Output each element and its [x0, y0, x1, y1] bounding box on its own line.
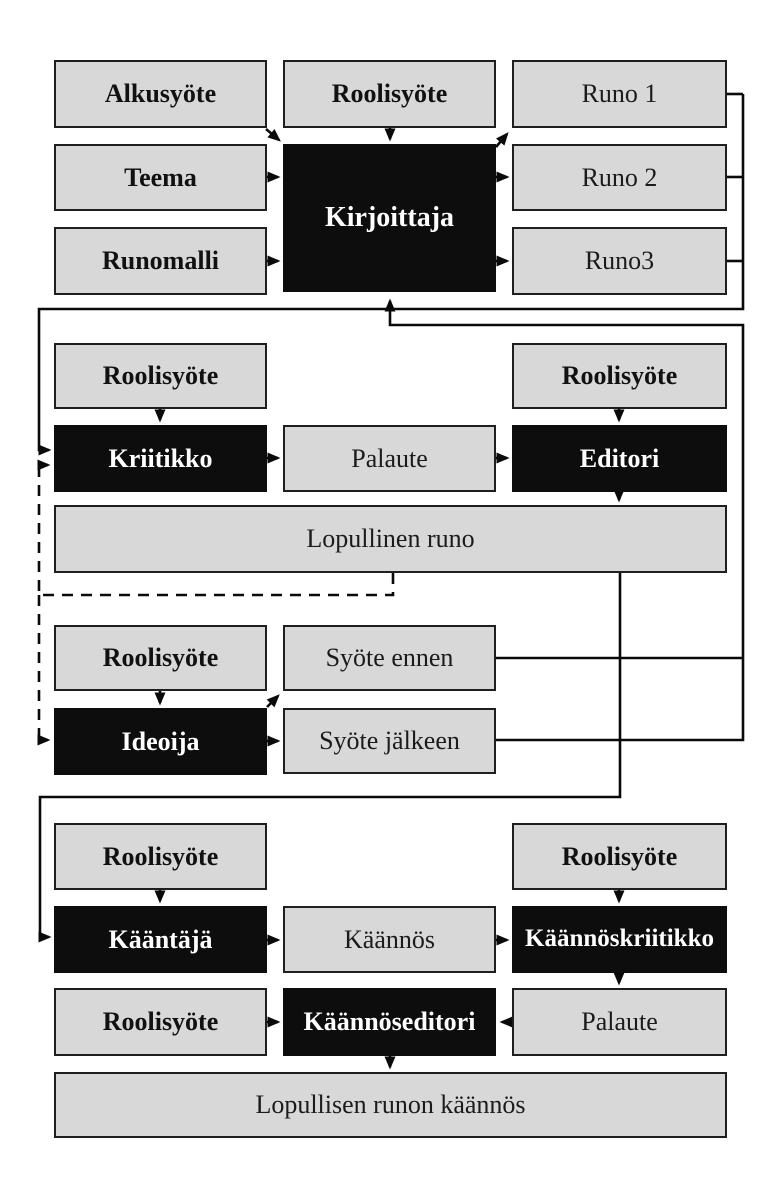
edge-syotteet-to-kirjoittaja [384, 298, 745, 742]
node-roolisyote-kaantaja: Roolisyöte [54, 823, 267, 890]
edge-kirjoittaja-to-runo1 [495, 132, 509, 148]
node-runo-2: Runo 2 [512, 144, 727, 211]
edge-alkusyote-to-kirjoittaja [265, 128, 281, 142]
node-teema: Teema [54, 144, 267, 211]
node-alkusyote: Alkusyöte [54, 60, 267, 128]
node-roolisyote-kaannoskriitikko: Roolisyöte [512, 823, 727, 890]
node-lopullinen-runon-kaannos: Lopullisen runon käännös [54, 1072, 727, 1138]
edge-iterointi-to-ideoija [37, 595, 51, 746]
edge-lopullinen-runo-to-kaantaja [38, 573, 622, 943]
node-runo-3: Runo3 [512, 227, 727, 295]
node-kriitikko: Kriitikko [54, 425, 267, 492]
node-roolisyote-editori: Roolisyöte [512, 343, 727, 409]
node-roolisyote-kriitikko: Roolisyöte [54, 343, 267, 409]
node-palaute-2: Palaute [512, 988, 727, 1056]
edge-runot-to-kriitikko [37, 94, 745, 456]
node-runo-1: Runo 1 [512, 60, 727, 128]
node-runomalli: Runomalli [54, 227, 267, 295]
node-kaannoskriitikko: Käännöskriitikko [512, 906, 727, 973]
node-ideoija: Ideoija [54, 708, 267, 775]
node-kaannos: Käännös [283, 906, 496, 973]
node-roolisyote-kaannoseditori: Roolisyöte [54, 988, 267, 1056]
node-syote-jalkeen: Syöte jälkeen [283, 708, 496, 774]
node-kaannoseditori: Käännöseditori [283, 988, 496, 1056]
node-kaantaja: Kääntäjä [54, 906, 267, 973]
node-roolisyote-kirjoittaja: Roolisyöte [283, 60, 496, 128]
node-syote-ennen: Syöte ennen [283, 625, 496, 691]
node-kirjoittaja: Kirjoittaja [283, 144, 496, 292]
node-roolisyote-ideoija: Roolisyöte [54, 625, 267, 691]
node-lopullinen-runo: Lopullinen runo [54, 505, 727, 573]
node-editori: Editori [512, 425, 727, 492]
node-palaute-1: Palaute [283, 425, 496, 492]
edge-ideoija-to-syote-ennen [266, 694, 280, 708]
